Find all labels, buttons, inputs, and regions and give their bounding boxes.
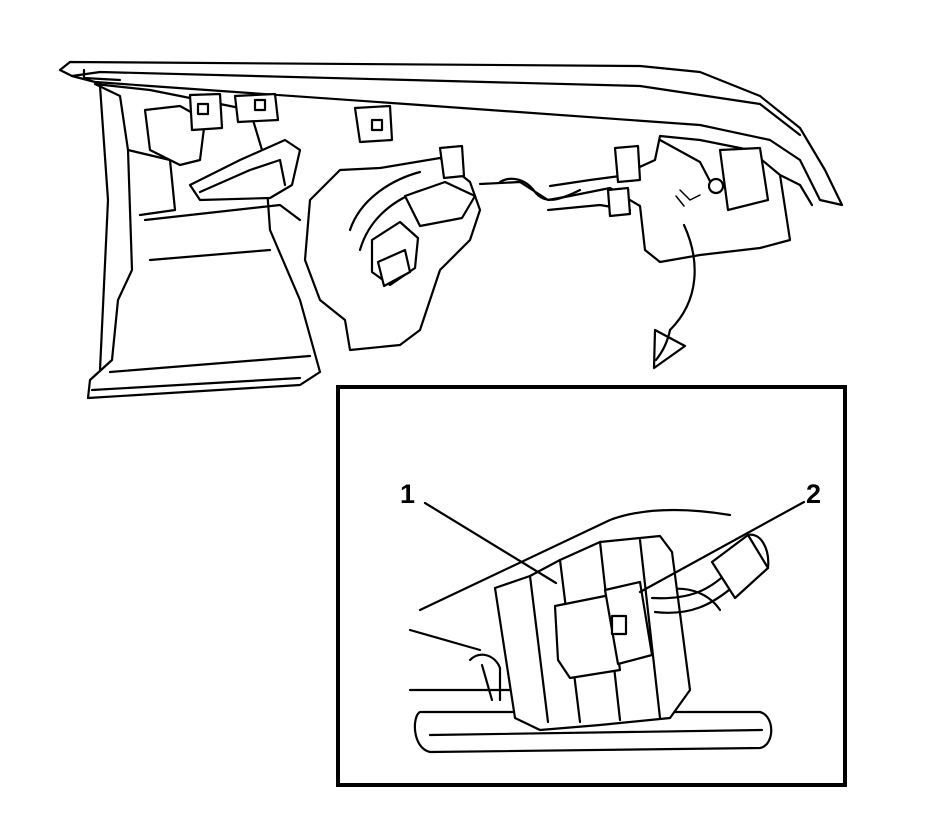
callout-1: 1 bbox=[400, 479, 415, 509]
leader-line-1 bbox=[423, 501, 558, 585]
leader-line-2 bbox=[638, 500, 806, 594]
detail-inset: 1 2 bbox=[336, 385, 847, 787]
instrument-panel-overview bbox=[58, 60, 844, 400]
callout-2: 2 bbox=[806, 479, 821, 509]
